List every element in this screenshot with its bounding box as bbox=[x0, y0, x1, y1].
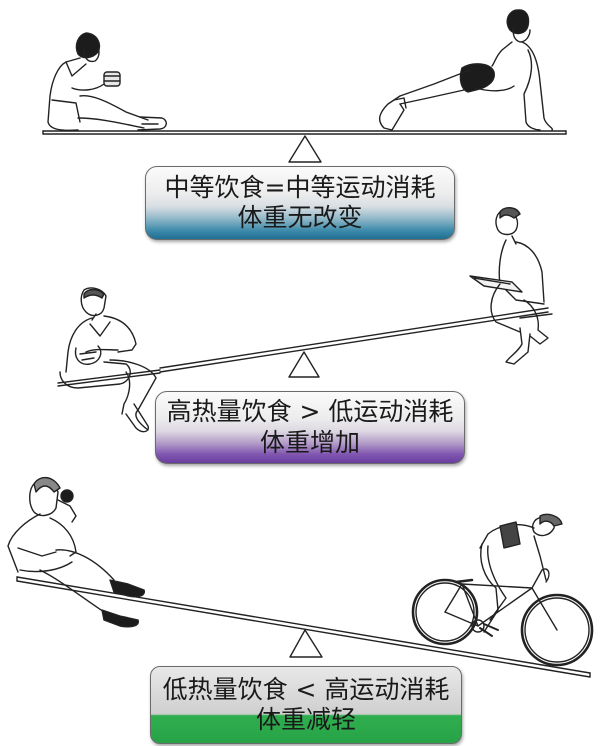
athlete-lunge-stretch-figure bbox=[378, 9, 554, 131]
balanced-equation-text: 中等饮食=中等运动消耗 bbox=[164, 172, 436, 202]
fulcrum-triangle bbox=[289, 629, 323, 658]
man-sitting-eating-snacks-figure bbox=[59, 287, 157, 433]
fulcrum-triangle bbox=[288, 351, 320, 378]
seesaw-plank bbox=[57, 307, 549, 387]
seesaw-balanced bbox=[42, 9, 567, 163]
woman-sitting-eating-apple-figure bbox=[7, 477, 145, 628]
loss-equation-text: 低热量饮食 < 高运动消耗 bbox=[162, 674, 450, 704]
seesaw-plank bbox=[42, 130, 567, 135]
balanced-result-text: 体重无改变 bbox=[237, 203, 363, 232]
cyclist-on-bike-figure bbox=[411, 513, 594, 667]
balanced-label-box: 中等饮食=中等运动消耗 体重无改变 bbox=[145, 166, 455, 240]
gain-result-text: 体重增加 bbox=[259, 427, 360, 457]
seesaw-loss bbox=[7, 477, 594, 678]
loss-label-box: 低热量饮食 < 高运动消耗 体重减轻 bbox=[150, 666, 462, 744]
man-sitting-reading-figure bbox=[469, 207, 553, 365]
fulcrum-triangle bbox=[288, 135, 322, 163]
gain-label-box: 高热量饮食 > 低运动消耗 体重增加 bbox=[155, 391, 465, 464]
seesaw-gain bbox=[57, 207, 553, 433]
boy-sitting-eating-figure bbox=[47, 32, 167, 131]
seesaw-plank bbox=[16, 576, 591, 678]
loss-result-text: 体重减轻 bbox=[255, 705, 356, 734]
gain-equation-text: 高热量饮食 > 低运动消耗 bbox=[166, 397, 454, 426]
